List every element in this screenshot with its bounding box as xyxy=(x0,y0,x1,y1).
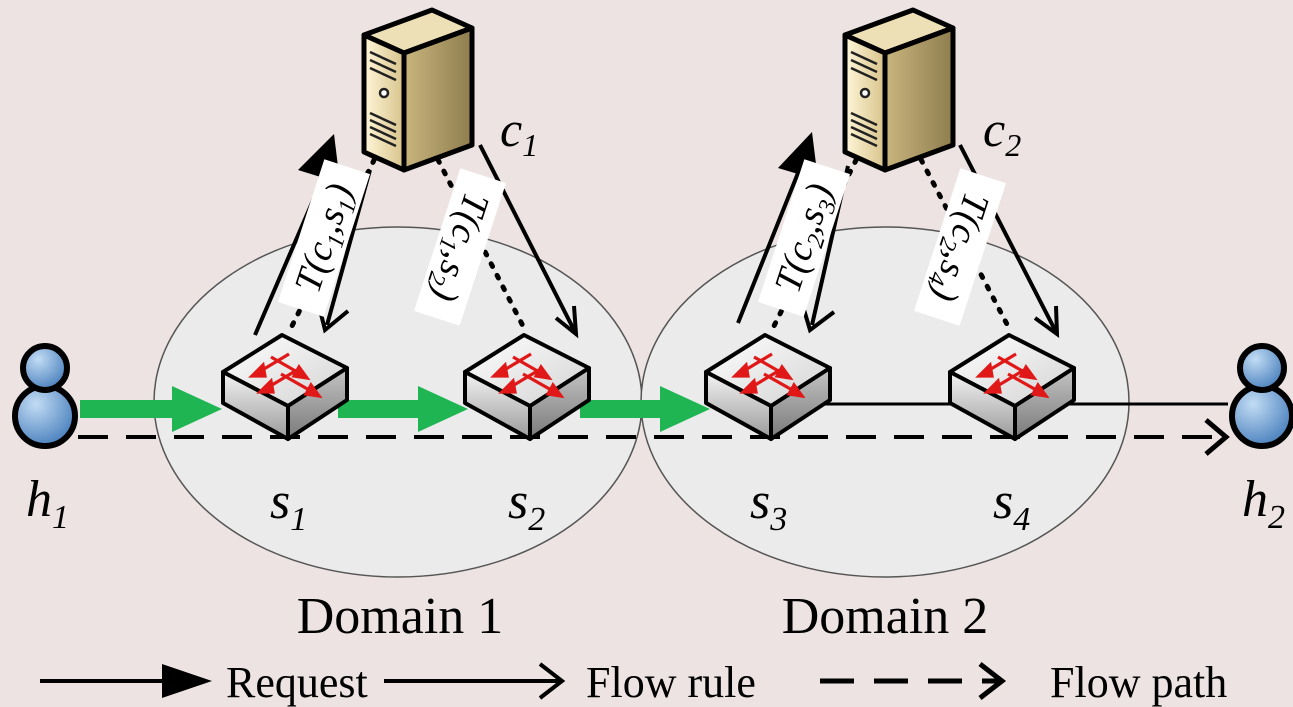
flow-path-arrow xyxy=(78,418,1230,456)
switch-label-s2: s2 xyxy=(508,473,545,538)
legend-request-label: Request xyxy=(226,658,368,707)
controller-label-c2: c2 xyxy=(983,101,1021,163)
server-icon xyxy=(845,10,953,170)
host-label-h2: h2 xyxy=(1242,471,1285,536)
legend-flow-path-label: Flow path xyxy=(1050,658,1227,707)
delay-label-c2-s3: T(c2,s3) xyxy=(757,159,851,317)
user-icon xyxy=(1232,346,1292,446)
delay-label-c1-s2: T(c1,s2) xyxy=(413,168,507,326)
delay-label-c2-s4: T(c2,s4) xyxy=(913,168,1007,326)
delay-label-c1-s1: T(c1,s1) xyxy=(277,159,371,317)
switch-label-s4: s4 xyxy=(993,473,1030,538)
legend: Request Flow rule Flow path xyxy=(40,658,1227,707)
legend-flow-path-arrow xyxy=(820,662,1007,700)
legend-request-arrow xyxy=(40,664,212,698)
legend-flow-rule-arrow xyxy=(384,662,566,700)
server-icon xyxy=(364,10,472,170)
switch-label-s3: s3 xyxy=(750,473,787,538)
domain-label-2: Domain 2 xyxy=(782,588,989,645)
domain-label-1: Domain 1 xyxy=(297,588,504,645)
flow-arrows-green xyxy=(80,386,710,432)
svg-text:T(c2,s3): T(c2,s3) xyxy=(767,178,846,299)
legend-flow-rule-label: Flow rule xyxy=(586,658,756,707)
controller-label-c1: c1 xyxy=(500,101,538,163)
user-icon xyxy=(15,346,75,446)
switch-label-s1: s1 xyxy=(270,473,307,538)
host-label-h1: h1 xyxy=(26,471,69,536)
